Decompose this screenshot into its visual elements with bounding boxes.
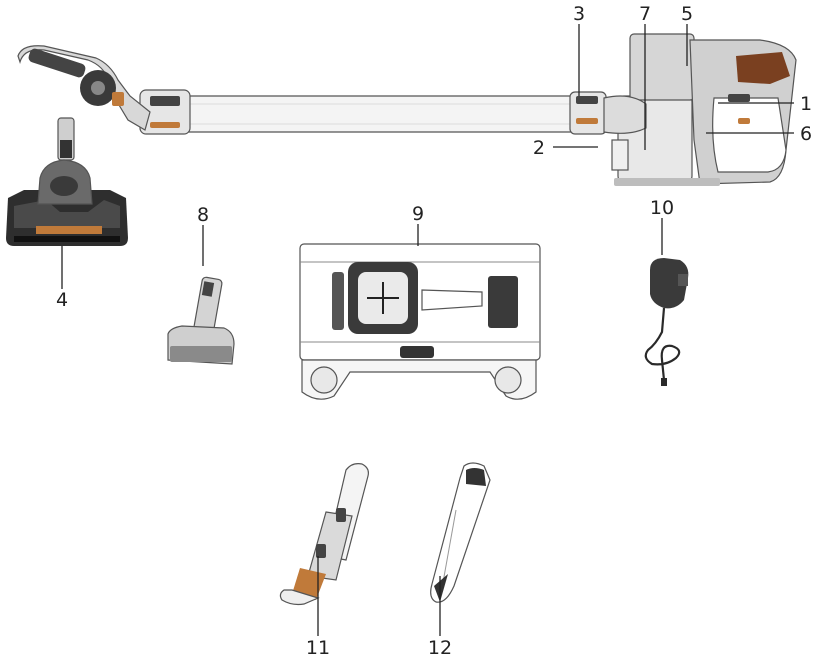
callout-5: 5	[681, 3, 693, 25]
vacuum-assembly	[6, 33, 797, 246]
callout-10: 10	[650, 197, 674, 219]
crevice-tool	[430, 462, 491, 603]
callout-12: 12	[428, 637, 452, 659]
extension-tube	[139, 89, 607, 135]
callout-11: 11	[306, 637, 330, 659]
floor-brush-head	[6, 159, 128, 246]
callout-2: 2	[533, 137, 545, 159]
extension-adapter	[279, 463, 369, 606]
callout-3: 3	[573, 3, 585, 25]
callout-1: 1	[800, 93, 812, 115]
callout-labels: 3 7 5 1 2 6 4 8 9 10 11 12	[56, 3, 812, 659]
callout-4: 4	[56, 289, 68, 311]
callout-9: 9	[412, 203, 424, 225]
callout-7: 7	[639, 3, 651, 25]
leader-lines	[61, 24, 794, 636]
callout-8: 8	[197, 204, 209, 226]
charger-adapter	[644, 258, 689, 386]
handheld-unit	[603, 33, 797, 186]
callout-6: 6	[800, 123, 812, 145]
wall-dock	[299, 243, 541, 400]
mini-turbo-brush	[167, 276, 235, 365]
nozzle-joint	[17, 45, 151, 161]
